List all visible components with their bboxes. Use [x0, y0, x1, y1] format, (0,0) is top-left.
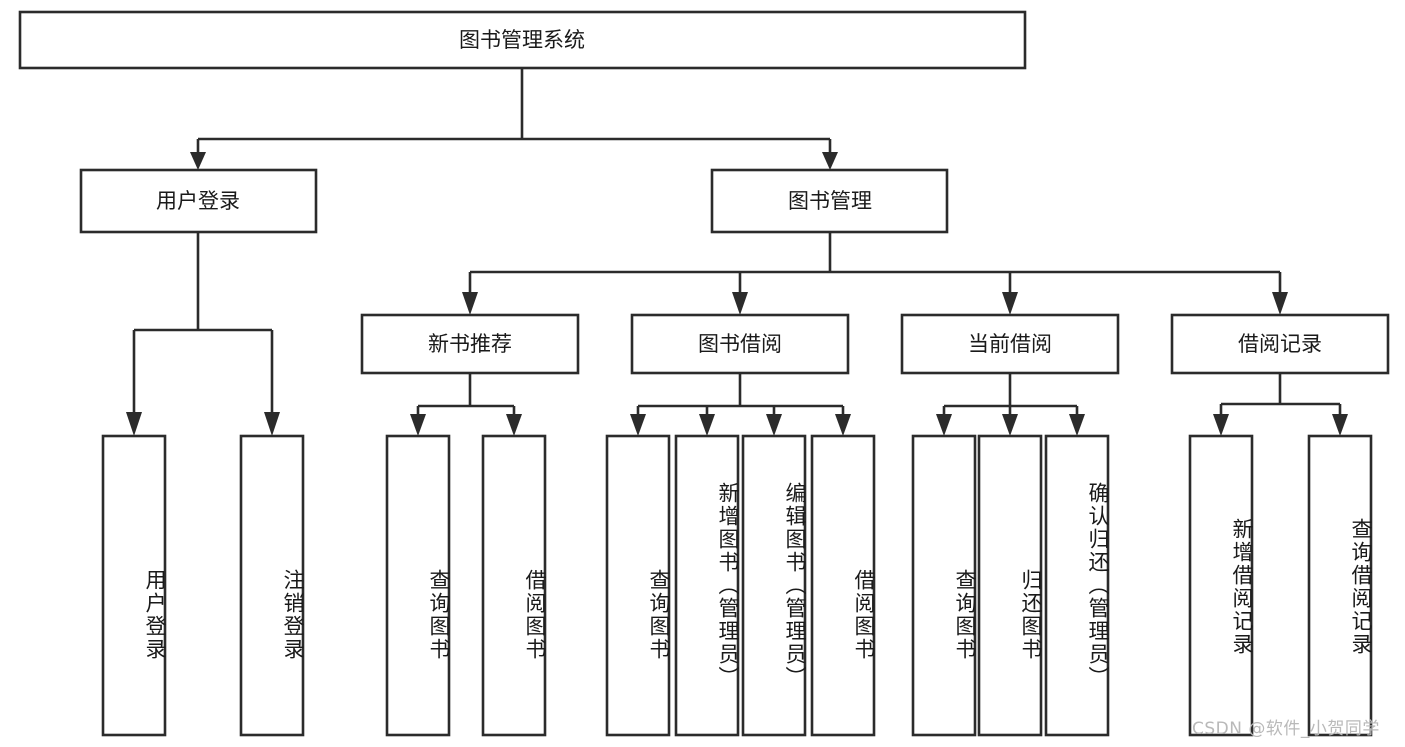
- arrow-head-leaf-return-book: [1002, 414, 1018, 436]
- node-box-leaf-return-book[interactable]: [977, 434, 1043, 737]
- arrow-head-leaf-query-book-2: [630, 414, 646, 436]
- node-box-leaf-user-login[interactable]: [101, 434, 167, 737]
- arrow-head-leaf-add-record: [1213, 414, 1229, 436]
- arrow-head-book-borrow: [732, 292, 748, 315]
- node-box-leaf-borrow-book-2[interactable]: [810, 434, 876, 737]
- node-label-root: 图书管理系统: [459, 28, 585, 52]
- arrow-head-leaf-user-login: [126, 412, 142, 436]
- edge-group: [126, 68, 1348, 436]
- node-label-book-manage: 图书管理: [788, 189, 872, 213]
- node-box-leaf-query-book-2[interactable]: [605, 434, 671, 737]
- node-box-new-book-rec[interactable]: [360, 313, 580, 375]
- arrow-head-user-login: [190, 152, 206, 170]
- arrow-head-leaf-edit-book: [766, 414, 782, 436]
- arrow-head-new-book-rec: [462, 292, 478, 315]
- arrow-head-current-borrow: [1002, 292, 1018, 315]
- node-box-leaf-query-record[interactable]: [1307, 434, 1373, 737]
- node-box-leaf-edit-book[interactable]: [741, 434, 807, 737]
- arrow-head-leaf-borrow-book-2: [835, 414, 851, 436]
- node-box-leaf-query-book-1[interactable]: [385, 434, 451, 737]
- csdn-watermark: CSDN @软件_小贺同学: [1192, 719, 1380, 739]
- arrow-head-leaf-query-record: [1332, 414, 1348, 436]
- arrow-head-leaf-query-book-1: [410, 414, 426, 436]
- arrow-head-leaf-confirm-return: [1069, 414, 1085, 436]
- node-box-borrow-record[interactable]: [1170, 313, 1390, 375]
- node-box-root[interactable]: [18, 10, 1027, 70]
- node-box-leaf-logout[interactable]: [239, 434, 305, 737]
- node-box-current-borrow[interactable]: [900, 313, 1120, 375]
- node-box-book-borrow[interactable]: [630, 313, 850, 375]
- node-box-leaf-add-book[interactable]: [674, 434, 740, 737]
- node-label-user-login: 用户登录: [156, 189, 240, 213]
- arrow-head-leaf-query-book-3: [936, 414, 952, 436]
- arrow-head-book-manage: [822, 152, 838, 170]
- node-label-book-borrow: 图书借阅: [698, 332, 782, 356]
- node-box-leaf-confirm-return[interactable]: [1044, 434, 1110, 737]
- node-box-book-manage[interactable]: [710, 168, 949, 234]
- node-label-current-borrow: 当前借阅: [968, 332, 1052, 356]
- arrow-head-leaf-borrow-book-1: [506, 414, 522, 436]
- node-box-leaf-add-record[interactable]: [1188, 434, 1254, 737]
- node-label-new-book-rec: 新书推荐: [428, 332, 512, 356]
- arrow-head-leaf-logout: [264, 412, 280, 436]
- node-box-leaf-query-book-3[interactable]: [911, 434, 977, 737]
- arrow-head-borrow-record: [1272, 292, 1288, 315]
- arrow-head-leaf-add-book: [699, 414, 715, 436]
- node-box-leaf-borrow-book-1[interactable]: [481, 434, 547, 737]
- node-label-borrow-record: 借阅记录: [1238, 332, 1322, 356]
- node-box-user-login[interactable]: [79, 168, 318, 234]
- node-group: 图书管理系统 用户登录 图书管理 新书推荐 图书借阅 当前借阅 借阅记录: [18, 10, 1390, 737]
